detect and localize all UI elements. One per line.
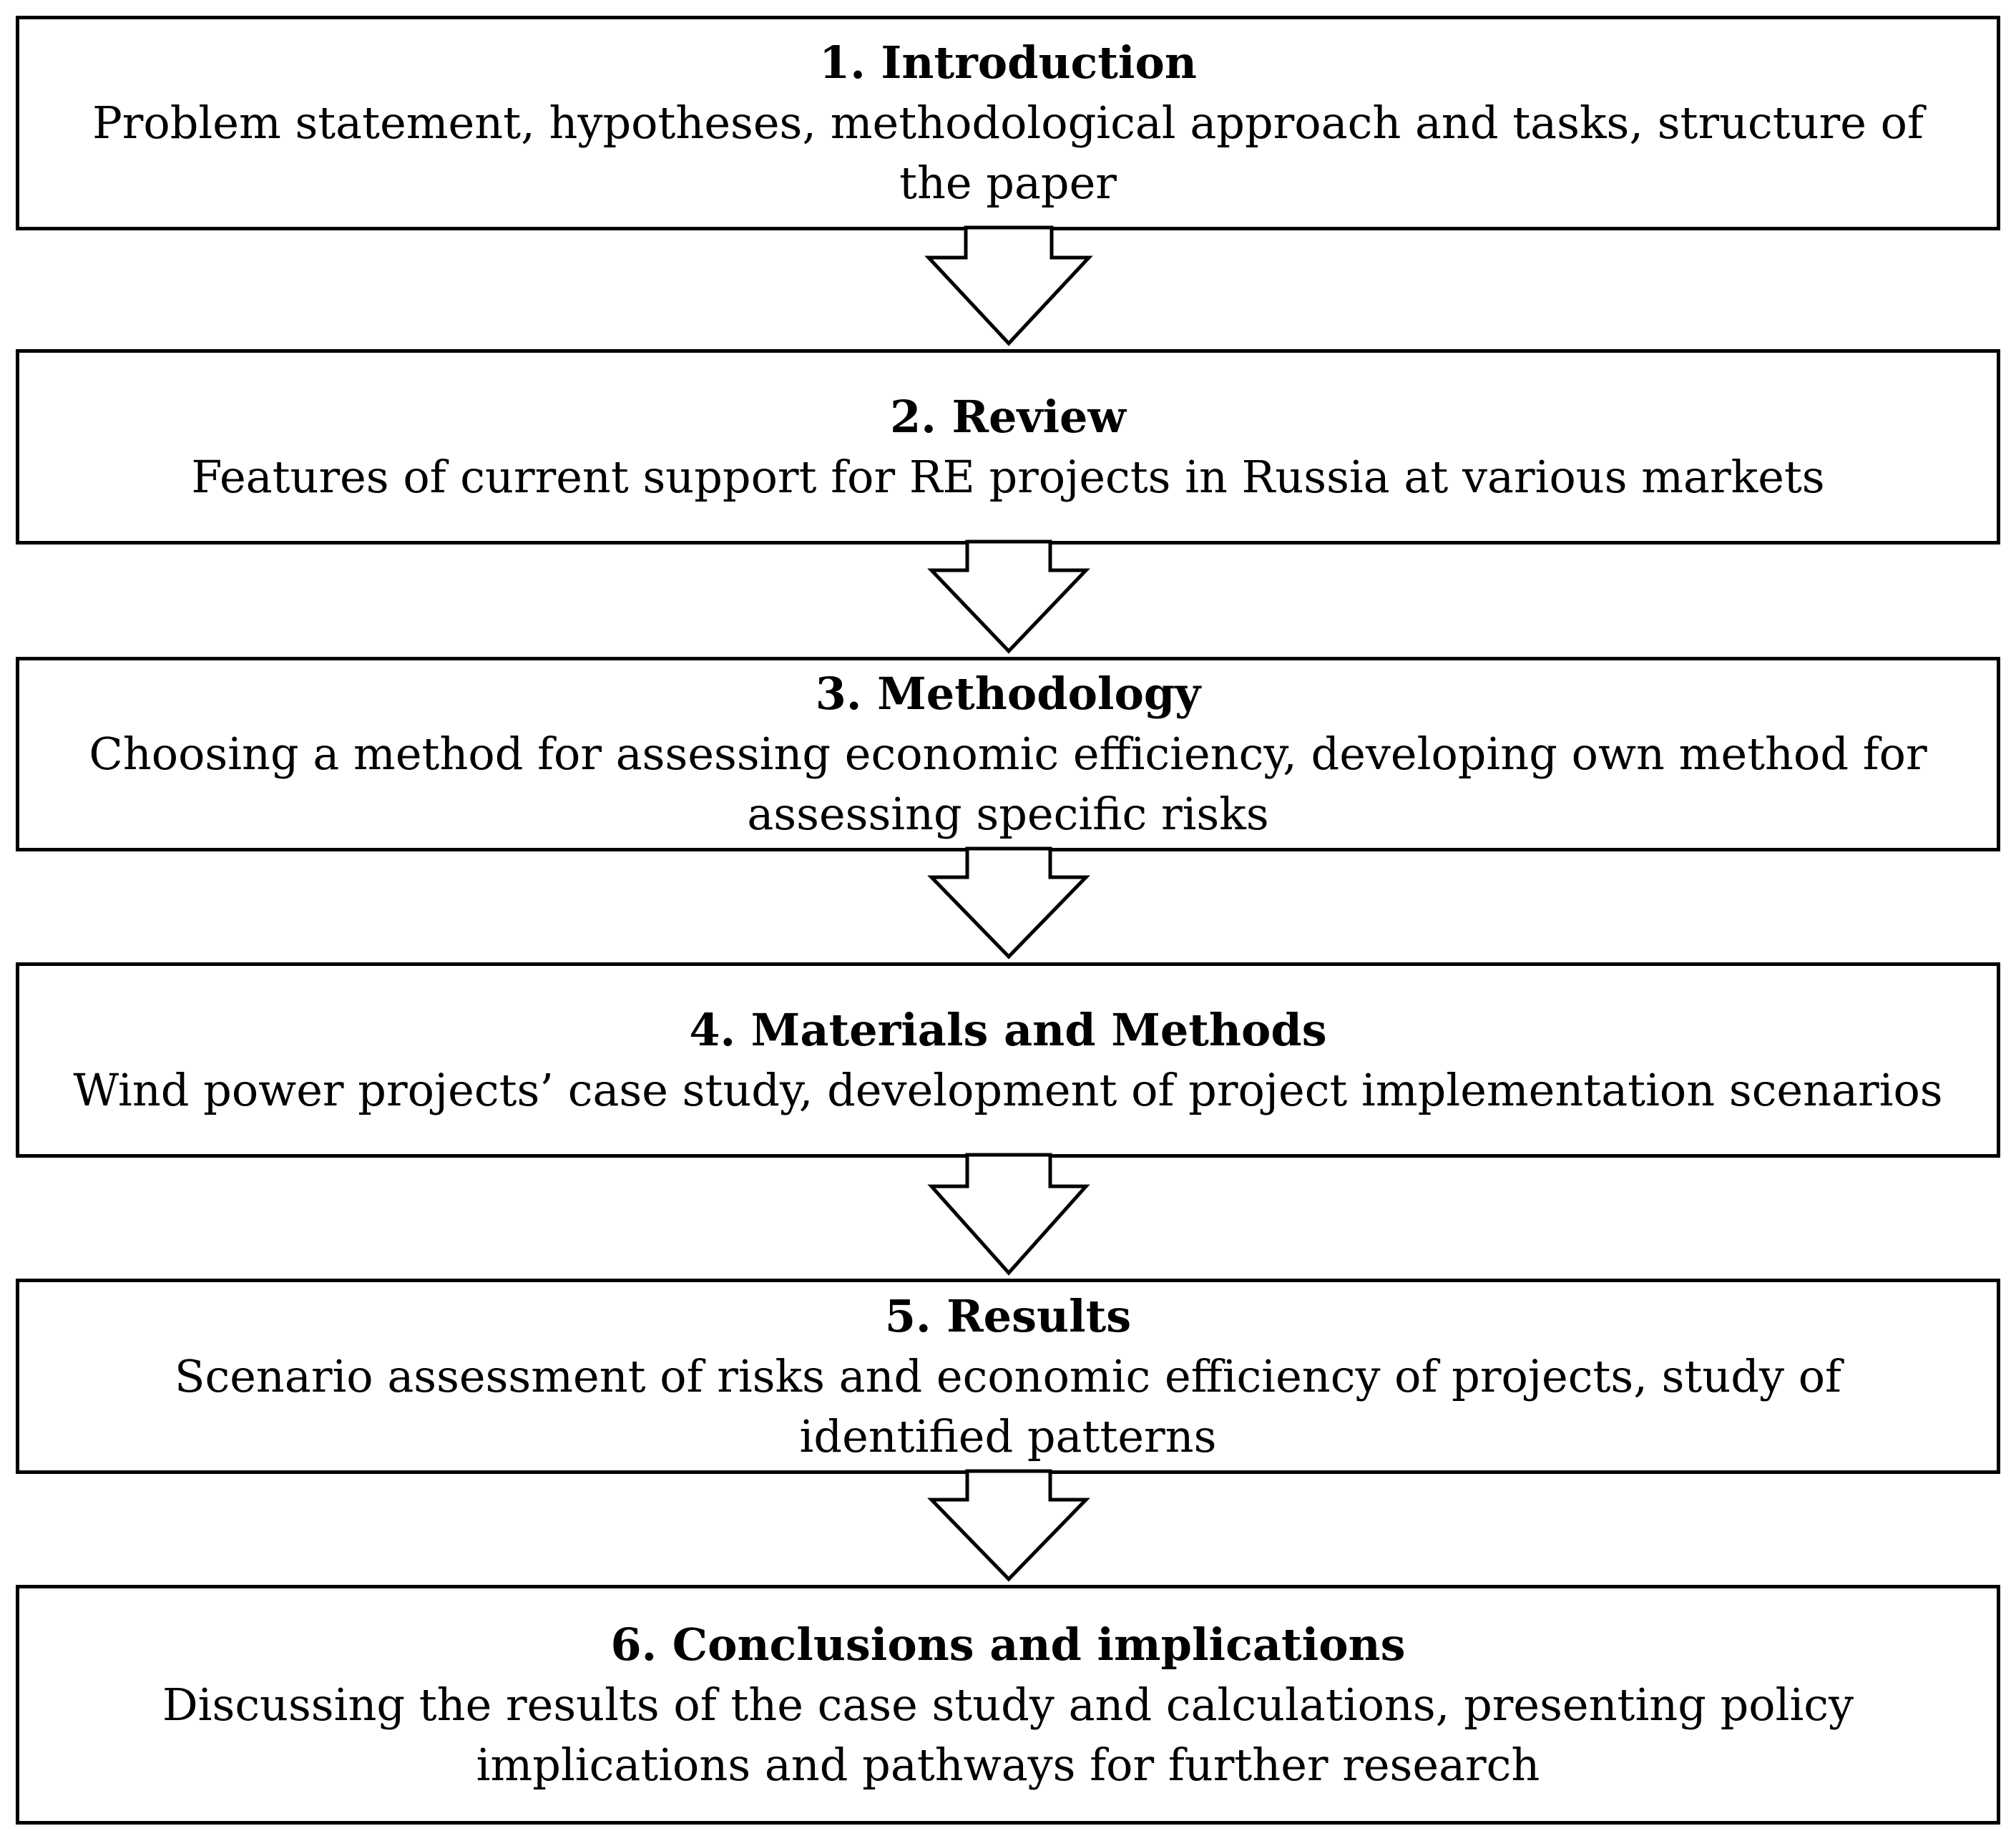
step-description: Discussing the results of the case study… xyxy=(162,1678,1854,1791)
arrow-down-icon xyxy=(927,1153,1090,1276)
step-box-methodology: 3. Methodology Choosing a method for ass… xyxy=(16,657,2000,851)
arrow-down-icon xyxy=(927,846,1090,959)
arrow-down-icon xyxy=(924,225,1093,346)
step-title: 4. Materials and Methods xyxy=(689,1003,1327,1056)
step-box-introduction: 1. Introduction Problem statement, hypot… xyxy=(16,16,2000,230)
step-title: 2. Review xyxy=(890,390,1126,443)
step-description: Choosing a method for assessing economic… xyxy=(89,728,1927,840)
step-box-review: 2. Review Features of current support fo… xyxy=(16,349,2000,545)
step-description: Wind power projects’ case study, develop… xyxy=(73,1063,1943,1116)
step-box-results: 5. Results Scenario assessment of risks … xyxy=(16,1279,2000,1474)
step-description: Problem statement, hypotheses, methodolo… xyxy=(92,97,1924,209)
arrow-down-icon xyxy=(927,539,1090,654)
arrow-down-icon xyxy=(927,1469,1090,1582)
step-description: Features of current support for RE proje… xyxy=(191,450,1825,503)
step-title: 5. Results xyxy=(884,1289,1132,1342)
step-box-conclusions: 6. Conclusions and implications Discussi… xyxy=(16,1585,2000,1825)
step-title: 3. Methodology xyxy=(815,668,1201,720)
step-box-materials-and-methods: 4. Materials and Methods Wind power proj… xyxy=(16,962,2000,1158)
step-title: 6. Conclusions and implications xyxy=(610,1618,1406,1671)
step-title: 1. Introduction xyxy=(819,36,1197,89)
step-description: Scenario assessment of risks and economi… xyxy=(175,1349,1841,1462)
